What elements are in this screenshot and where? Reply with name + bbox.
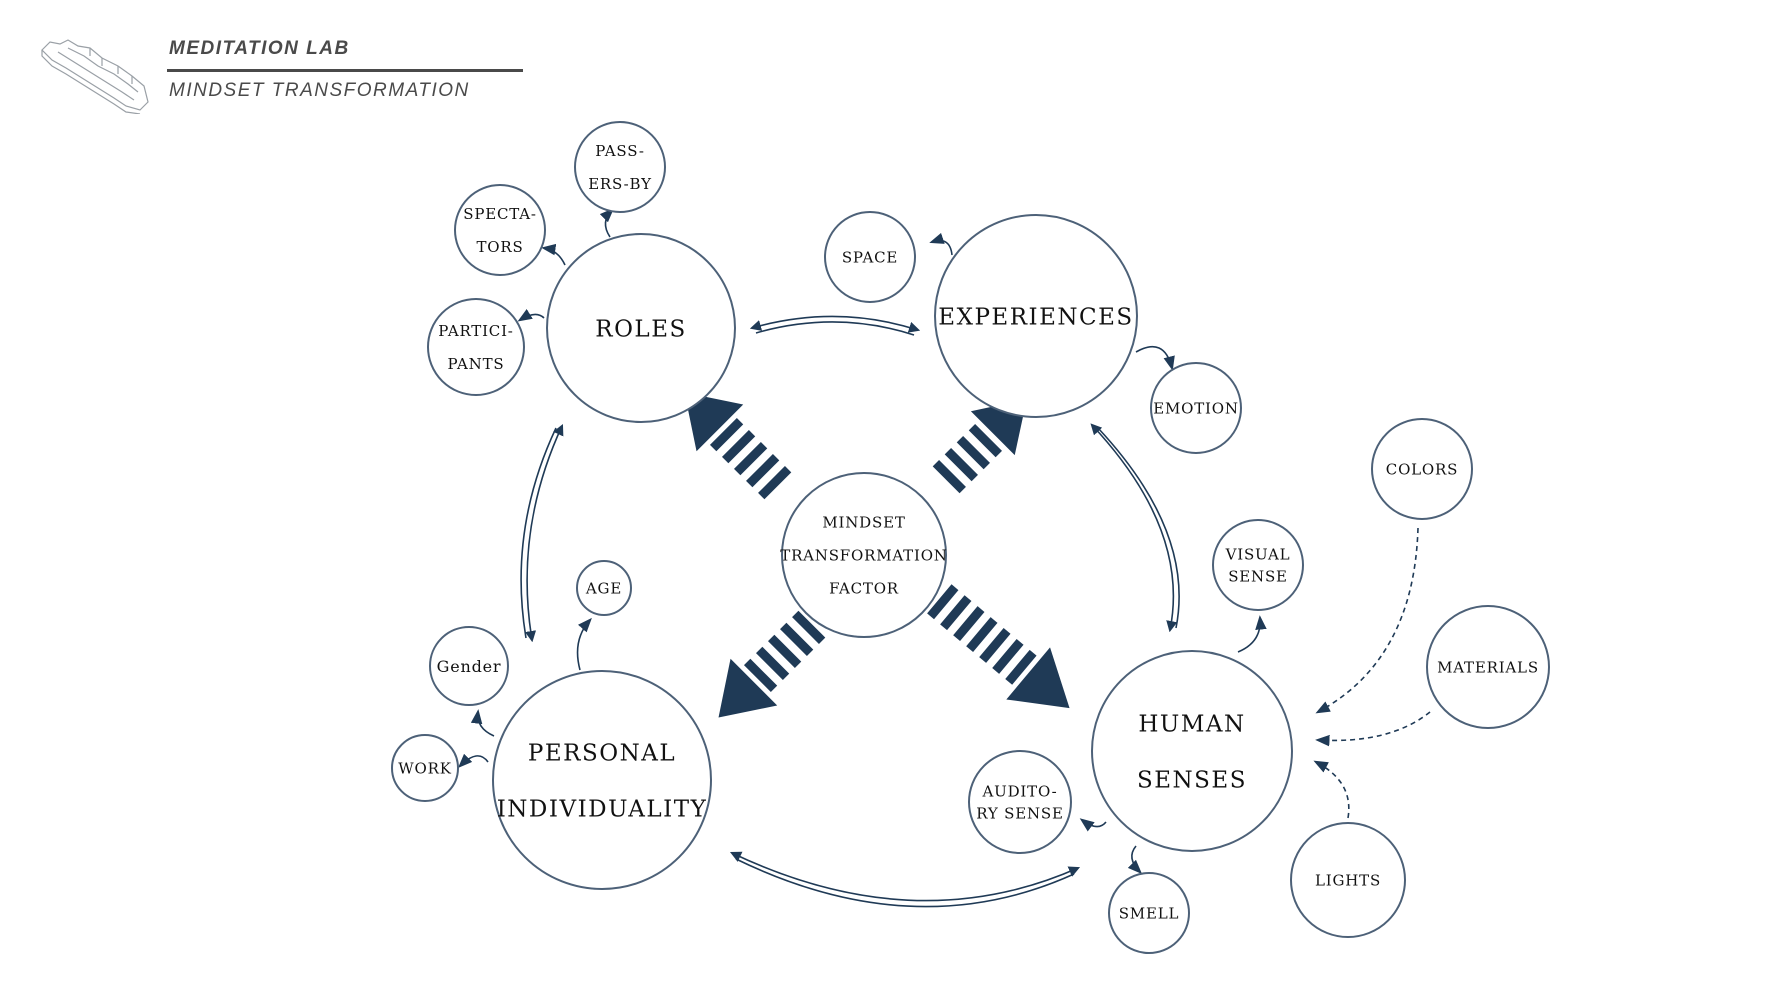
lights-node-label: LIGHTS — [1315, 871, 1381, 889]
work-node: WORK — [391, 734, 459, 802]
dashed-connectors — [1313, 527, 1431, 819]
participants-node-label: PANTS — [448, 355, 505, 373]
smell-node-circle — [1108, 872, 1190, 954]
passersby-node-label: PASS- — [595, 142, 644, 160]
personal-individuality-node-circle — [492, 670, 712, 890]
spectators-node-circle — [454, 184, 546, 276]
human-senses-node-label: SENSES — [1137, 767, 1247, 793]
sub-connectors — [457, 207, 1267, 875]
lights-node-circle — [1290, 822, 1406, 938]
roles-node-label: ROLES — [595, 316, 687, 342]
experiences-node-circle — [934, 214, 1138, 418]
striped-arrow-to-roles — [684, 392, 792, 500]
roles-node-circle — [546, 233, 736, 423]
smell-node-label: SMELL — [1119, 904, 1180, 922]
participants-node: PARTICI- PANTS — [427, 298, 525, 396]
colors-node-circle — [1371, 418, 1473, 520]
gender-node-circle — [429, 626, 509, 706]
emotion-node: EMOTION — [1150, 362, 1242, 454]
center-node-label: MINDSET — [822, 513, 905, 531]
passersby-node-circle — [574, 121, 666, 213]
materials-node-circle — [1426, 605, 1550, 729]
age-node: AGE — [576, 560, 632, 616]
header-title: MEDITATION LAB — [169, 38, 350, 59]
space-node-label: SPACE — [842, 248, 898, 266]
personal-individuality-node-label: PERSONAL — [528, 740, 676, 766]
header-subtitle: MINDSET TRANSFORMATION — [169, 80, 470, 101]
space-node: SPACE — [824, 211, 916, 303]
human-senses-node-circle — [1091, 650, 1293, 852]
emotion-node-label: EMOTION — [1153, 399, 1239, 417]
gender-node: Gender — [429, 626, 509, 706]
connector-roles-experiences — [749, 315, 921, 336]
auditory-sense-node-circle — [968, 750, 1072, 854]
gender-node-label: Gender — [437, 657, 502, 676]
age-node-label: AGE — [585, 579, 622, 597]
spectators-node: SPECTA- TORS — [454, 184, 546, 276]
personal-individuality-node-label: INDIVIDUALITY — [497, 796, 708, 822]
passersby-node: PASS- ERS-BY — [574, 121, 666, 213]
striped-arrow-to-personal — [718, 610, 826, 718]
passersby-node-label: ERS-BY — [588, 175, 652, 193]
lights-node: LIGHTS — [1290, 822, 1406, 938]
experiences-node-label: EXPERIENCES — [938, 304, 1133, 330]
colors-node: COLORS — [1371, 418, 1473, 520]
participants-node-label: PARTICI- — [438, 322, 513, 340]
experiences-node: EXPERIENCES — [934, 214, 1138, 418]
age-node-circle — [576, 560, 632, 616]
center-node-label: FACTOR — [829, 579, 899, 597]
auditory-sense-node-label: AUDITO- — [982, 782, 1058, 800]
visual-sense-node: VISUAL SENSE — [1212, 519, 1304, 611]
smell-node: SMELL — [1108, 872, 1190, 954]
center-node: MINDSET TRANSFORMATION FACTOR — [780, 472, 947, 638]
visual-sense-node-label: SENSE — [1228, 567, 1288, 585]
visual-sense-node-label: VISUAL — [1225, 545, 1291, 563]
header-rule — [167, 69, 523, 72]
connector-roles-personal — [520, 423, 564, 643]
work-node-circle — [391, 734, 459, 802]
visual-sense-node-circle — [1212, 519, 1304, 611]
human-senses-node-label: HUMAN — [1138, 711, 1245, 737]
spectators-node-label: TORS — [476, 238, 523, 256]
center-node-label: TRANSFORMATION — [780, 546, 947, 564]
human-senses-node: HUMAN SENSES — [1091, 650, 1293, 852]
work-node-label: WORK — [398, 759, 451, 777]
connector-personal-senses — [729, 851, 1081, 908]
meditation-lab-logo — [41, 39, 149, 114]
materials-node: MATERIALS — [1426, 605, 1550, 729]
participants-node-circle — [427, 298, 525, 396]
personal-individuality-node: PERSONAL INDIVIDUALITY — [492, 670, 712, 890]
colors-node-label: COLORS — [1386, 460, 1458, 478]
roles-node: ROLES — [546, 233, 736, 423]
emotion-node-circle — [1150, 362, 1242, 454]
connector-experiences-senses — [1090, 423, 1180, 633]
striped-arrow-to-senses — [927, 584, 1070, 709]
materials-node-label: MATERIALS — [1437, 658, 1539, 676]
auditory-sense-node-label: RY SENSE — [976, 804, 1063, 822]
spectators-node-label: SPECTA- — [463, 205, 536, 223]
space-node-circle — [824, 211, 916, 303]
auditory-sense-node: AUDITO- RY SENSE — [968, 750, 1072, 854]
center-node-circle — [781, 472, 947, 638]
